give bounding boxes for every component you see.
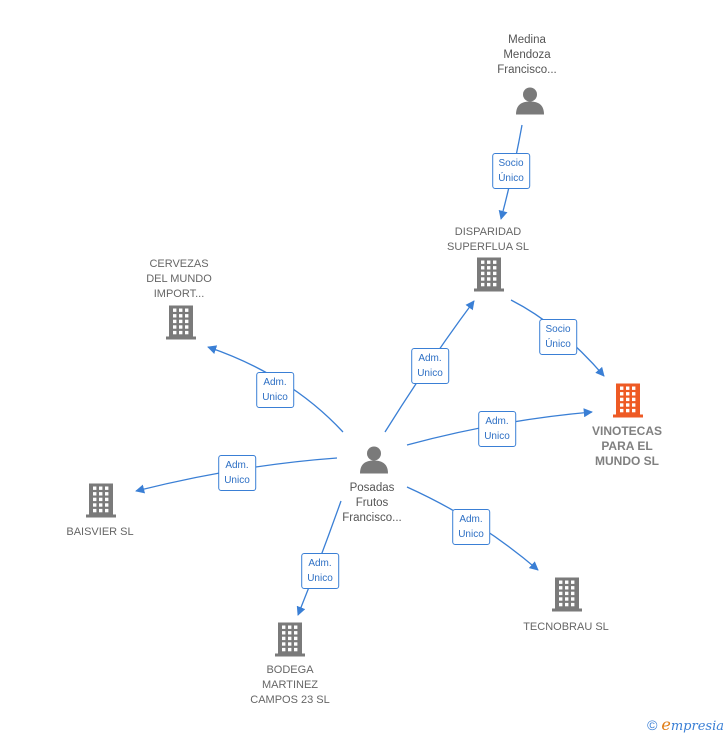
person-icon[interactable] xyxy=(359,446,389,479)
node-label-disparidad[interactable]: DISPARIDAD SUPERFLUA SL xyxy=(447,226,529,253)
building-icon[interactable] xyxy=(275,622,305,663)
node-label-posadas[interactable]: Posadas Frutos Francisco... xyxy=(342,482,402,524)
building-icon[interactable] xyxy=(474,257,504,298)
node-label-tecnobrau[interactable]: TECNOBRAU SL xyxy=(523,621,609,633)
building-icon[interactable] xyxy=(86,483,116,524)
edge-label-posadas-to-tecnobrau[interactable]: Adm. Unico xyxy=(452,509,490,545)
edge-label-disparidad-to-vinotecas[interactable]: Socio Único xyxy=(539,319,577,355)
building-icon[interactable] xyxy=(166,305,196,346)
brand-initial: e xyxy=(661,715,671,734)
copyright-symbol: © xyxy=(647,717,658,733)
edge-label-posadas-to-cervezas[interactable]: Adm. Unico xyxy=(256,372,294,408)
edge-label-medina-to-disparidad[interactable]: Socio Único xyxy=(492,153,530,189)
edge-label-posadas-to-vinotecas[interactable]: Adm. Unico xyxy=(478,411,516,447)
node-label-vinotecas[interactable]: VINOTECAS PARA EL MUNDO SL xyxy=(591,424,663,468)
edge-label-posadas-to-disparidad[interactable]: Adm. Unico xyxy=(411,348,449,384)
node-label-medina[interactable]: Medina Mendoza Francisco... xyxy=(497,34,557,76)
brand-name: mpresia xyxy=(670,719,724,734)
edge-label-posadas-to-bodega[interactable]: Adm. Unico xyxy=(301,553,339,589)
building-icon[interactable] xyxy=(613,383,643,424)
edge-label-posadas-to-baisvier[interactable]: Adm. Unico xyxy=(218,455,256,491)
building-icon[interactable] xyxy=(552,577,582,618)
person-icon[interactable] xyxy=(515,87,545,120)
node-label-bodega[interactable]: BODEGA MARTINEZ CAMPOS 23 SL xyxy=(250,664,330,706)
node-label-baisvier[interactable]: BAISVIER SL xyxy=(66,526,134,538)
copyright-brand: ©empresia xyxy=(647,715,724,734)
node-label-cervezas[interactable]: CERVEZAS DEL MUNDO IMPORT... xyxy=(146,258,212,300)
